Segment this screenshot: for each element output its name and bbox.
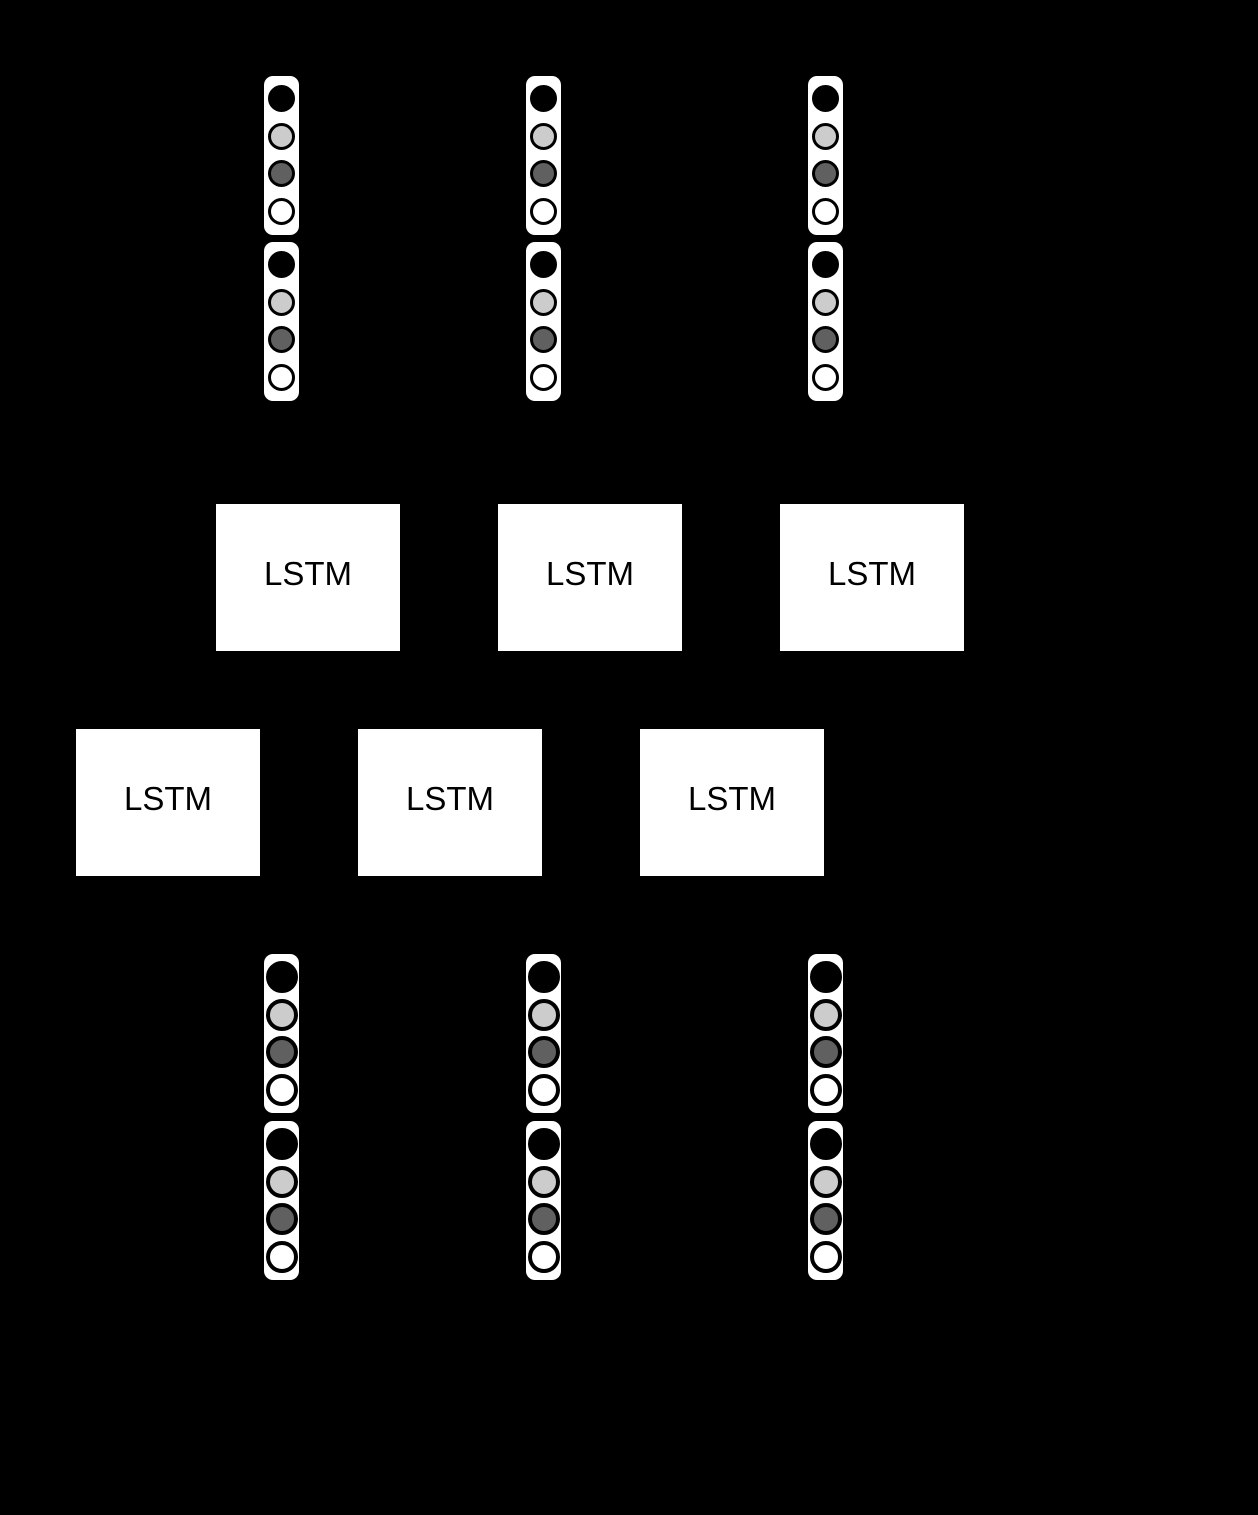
vector-cell	[268, 197, 295, 225]
vector-cell	[812, 326, 839, 354]
lstm-box: LSTM	[76, 729, 260, 876]
vector	[808, 242, 843, 401]
vector-cell	[268, 288, 295, 316]
lstm-box: LSTM	[780, 504, 964, 651]
vector	[526, 954, 561, 1113]
lstm-box: LSTM	[498, 504, 682, 651]
vector-cell	[268, 122, 295, 150]
vector	[526, 1121, 561, 1280]
vector-cell	[268, 326, 295, 354]
vector-cell	[530, 288, 557, 316]
lstm-box-label: LSTM	[545, 554, 634, 592]
vector-cell	[268, 363, 295, 391]
vector-cell	[812, 122, 839, 150]
vector-cell	[268, 251, 295, 278]
vector-cell	[809, 1240, 842, 1273]
vector-cell	[812, 85, 839, 112]
lstm-box-label: LSTM	[687, 779, 776, 817]
vector	[808, 1121, 843, 1280]
vector-cell	[809, 998, 842, 1031]
vector-cell	[812, 160, 839, 188]
vector-cell	[527, 961, 560, 993]
vector-cell	[812, 363, 839, 391]
vector	[526, 76, 561, 235]
vector	[808, 954, 843, 1113]
lstm-box-label: LSTM	[123, 779, 212, 817]
vector-cell	[530, 122, 557, 150]
vector-cell	[530, 85, 557, 112]
vector-cell	[527, 1036, 560, 1069]
lstm-box: LSTM	[358, 729, 542, 876]
vector-cell	[530, 197, 557, 225]
vector-cell	[265, 998, 298, 1031]
vector-cell	[265, 1036, 298, 1069]
vector	[264, 954, 299, 1113]
vector-cell	[265, 1165, 298, 1198]
vector-cell	[530, 251, 557, 278]
vector	[264, 76, 299, 235]
vector-cell	[527, 998, 560, 1031]
lstm-box-label: LSTM	[263, 554, 352, 592]
vector-cell	[809, 1165, 842, 1198]
lstm-box: LSTM	[216, 504, 400, 651]
vector-cell	[809, 1073, 842, 1106]
vector-cell	[812, 197, 839, 225]
vector-cell	[530, 363, 557, 391]
vector-cell	[268, 85, 295, 112]
vector-cell	[809, 1036, 842, 1069]
vector-cell	[527, 1128, 560, 1160]
vector-cell	[530, 160, 557, 188]
vector-cell	[265, 1128, 298, 1160]
vector-cell	[527, 1203, 560, 1236]
lstm-box-label: LSTM	[827, 554, 916, 592]
vector-cell	[265, 961, 298, 993]
vector-cell	[527, 1073, 560, 1106]
vector-cell	[265, 1203, 298, 1236]
vector-cell	[530, 326, 557, 354]
vector	[808, 76, 843, 235]
vector-cell	[812, 288, 839, 316]
vector-cell	[265, 1073, 298, 1106]
vector	[526, 242, 561, 401]
vector-cell	[527, 1240, 560, 1273]
lstm-box: LSTM	[640, 729, 824, 876]
vector-cell	[809, 1203, 842, 1236]
vector-cell	[268, 160, 295, 188]
vector-cell	[265, 1240, 298, 1273]
vector-cell	[812, 251, 839, 278]
vector-cell	[809, 1128, 842, 1160]
vector-cell	[527, 1165, 560, 1198]
lstm-box-label: LSTM	[405, 779, 494, 817]
vector	[264, 242, 299, 401]
vector	[264, 1121, 299, 1280]
vector-cell	[809, 961, 842, 993]
